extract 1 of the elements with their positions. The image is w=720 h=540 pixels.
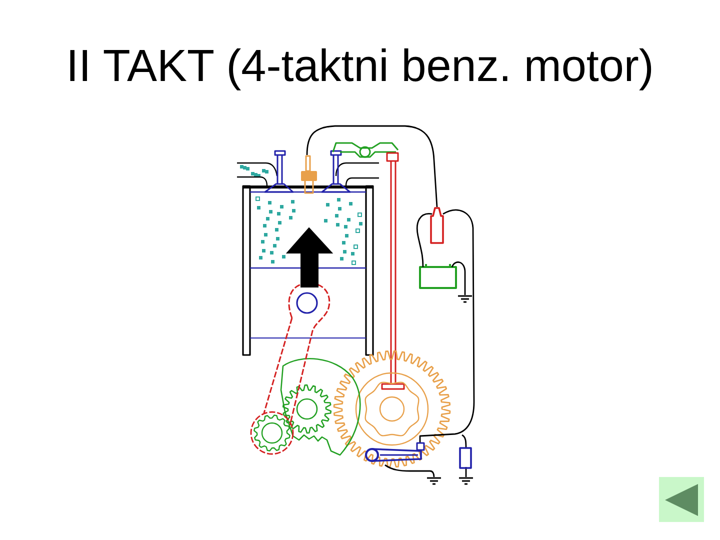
title: II TAKT (4-taktni benz. motor) bbox=[66, 40, 654, 92]
